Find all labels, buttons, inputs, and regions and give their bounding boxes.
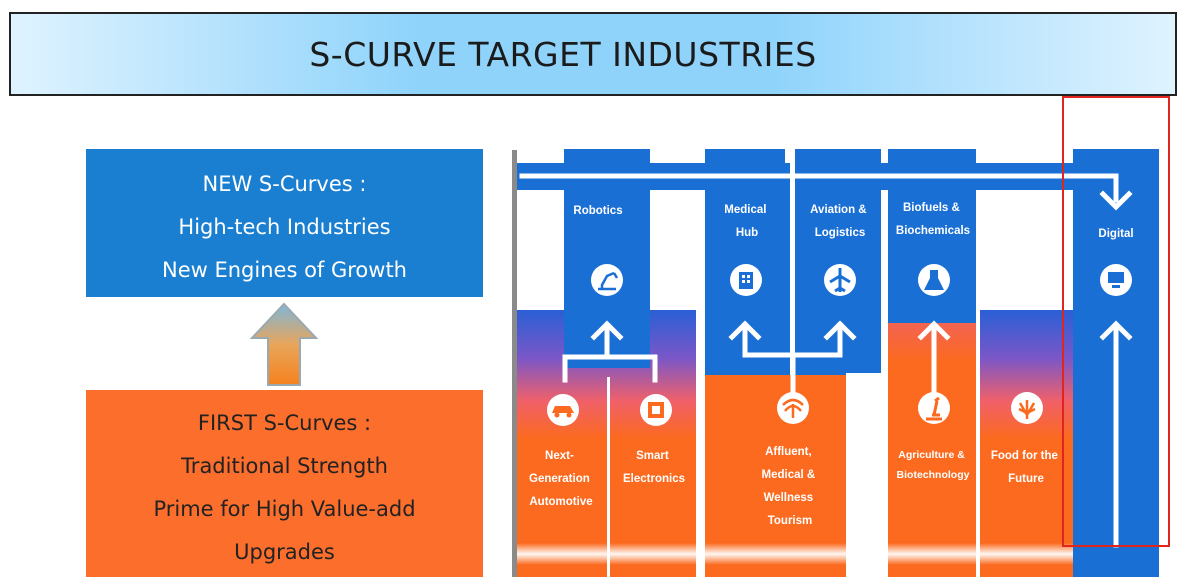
new-box-line: New Engines of Growth (162, 258, 407, 282)
agriculture-label: Agriculture & Biotechnology (897, 449, 970, 481)
airplane-icon (824, 264, 856, 296)
flask-icon (918, 264, 950, 296)
page-title: S-CURVE TARGET INDUSTRIES (309, 34, 817, 74)
diagram-left-edge (512, 150, 517, 577)
plant-icon (1011, 392, 1043, 424)
hospital-icon (730, 264, 762, 296)
new-box-line: High-tech Industries (178, 215, 391, 239)
first-s-curves-box: FIRST S-Curves : Traditional Strength Pr… (86, 390, 483, 577)
new-s-curves-box: NEW S-Curves : High-tech Industries New … (86, 149, 483, 297)
digital-label: Digital (1098, 228, 1133, 240)
food-future-label: Food for the Future (991, 450, 1061, 485)
column-gap (607, 377, 610, 577)
aviation-logistics-label: Aviation & Logistics (810, 204, 870, 239)
food-column (980, 310, 1073, 577)
computer-icon (1100, 264, 1132, 296)
top-tab (795, 149, 881, 165)
bottom-glow-band (517, 543, 1073, 565)
chip-icon (640, 394, 672, 426)
new-box-line: NEW S-Curves : (202, 172, 367, 196)
first-box-line: Traditional Strength (181, 454, 388, 478)
robotics-label: Robotics (573, 205, 622, 217)
title-bar: S-CURVE TARGET INDUSTRIES (9, 12, 1177, 96)
microscope-icon (918, 392, 950, 424)
column-gap (696, 367, 705, 577)
robot-arm-icon (591, 264, 623, 296)
connector-arrows (519, 173, 1133, 548)
automotive-label: Next- Generation Automotive (529, 450, 593, 508)
tourism-label: Affluent, Medical & Wellness Tourism (762, 446, 819, 527)
smart-electronics-label: Smart Electronics (623, 450, 685, 485)
top-tab (564, 149, 650, 165)
first-box-line: Prime for High Value-add (153, 497, 416, 521)
car-icon (547, 394, 579, 426)
medical-hub-label: Medical Hub (724, 204, 769, 239)
biofuels-biochemicals-label: Biofuels & Biochemicals (896, 202, 970, 237)
up-arrow-icon (250, 302, 318, 386)
column-gap (976, 310, 980, 577)
first-box-line: FIRST S-Curves : (197, 411, 372, 435)
top-tab (888, 149, 976, 165)
biofuels-block (888, 163, 976, 323)
top-tab (705, 149, 785, 165)
column-divider (790, 163, 795, 375)
industries-diagram: Robotics Medical Hub Aviation & Logistic… (512, 149, 1159, 577)
first-box-line: Upgrades (234, 540, 335, 564)
palm-tree-icon (777, 392, 809, 424)
